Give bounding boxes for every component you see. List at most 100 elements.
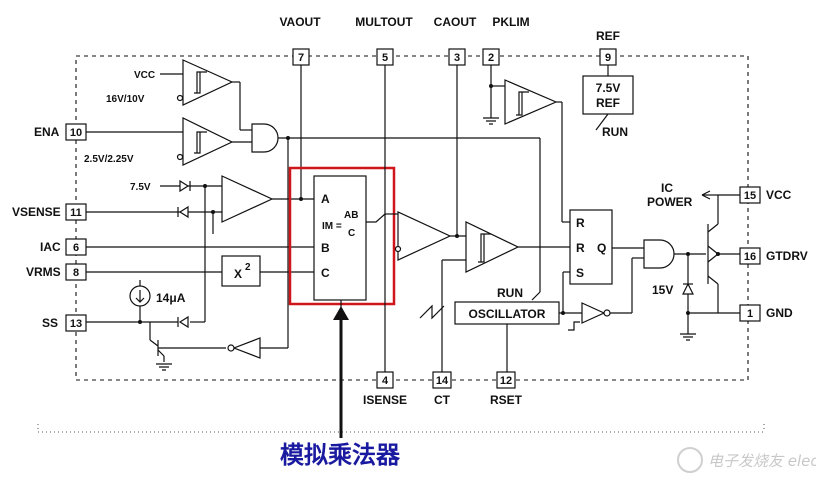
soft-start-circuit: 14μA	[86, 280, 226, 371]
pin-gtdrv-number: 16	[744, 251, 756, 263]
pin-vaout-number: 7	[298, 52, 304, 64]
watermark-logo-icon	[677, 447, 703, 473]
flip-flop-s: S	[576, 266, 584, 280]
enable-threshold-label: 2.5V/2.25V	[84, 154, 134, 165]
pin-pklim: PKLIM 2	[482, 15, 530, 66]
pin-vaout-label: VAOUT	[279, 15, 321, 29]
pin-gnd-number: 1	[747, 308, 753, 320]
oscillator-inverter	[581, 257, 644, 324]
soft-start-diode	[178, 315, 189, 329]
clamp-diode-1	[179, 179, 190, 193]
oscillator-run-label: RUN	[497, 286, 523, 300]
pin-rset-number: 12	[500, 375, 512, 387]
sr-flip-flop: R R S Q	[569, 209, 644, 285]
multiplier-formula-denominator: C	[348, 228, 355, 239]
pin-vcc-label: VCC	[766, 188, 792, 202]
pin-rset-label: RSET	[490, 393, 523, 407]
comparator-vcc-uvlo: VCC 16V/10V	[106, 59, 241, 130]
watermark: 电子发烧友 elecfans.com	[677, 447, 816, 473]
output-driver: IC POWER 15V	[647, 181, 740, 341]
pin-gnd-label: GND	[766, 306, 793, 320]
squarer-block: X 2	[221, 255, 261, 287]
pin-caout: CAOUT 3	[434, 15, 477, 66]
reference-voltage: 7.5V	[596, 81, 621, 95]
reference-run-label: RUN	[602, 125, 628, 139]
clamp-diode-2	[178, 205, 189, 219]
pin-ref-label: REF	[596, 29, 620, 43]
pin-gtdrv-label: GTDRV	[766, 249, 808, 263]
pin-multout: MULTOUT 5	[355, 15, 413, 66]
pin-ss-label: SS	[42, 316, 58, 330]
multiplier-input-a: A	[321, 192, 330, 206]
vref-label: 7.5V	[130, 182, 151, 193]
multiplier-formula: IM =	[322, 221, 342, 232]
ic-power-label-1: IC	[661, 181, 673, 195]
pin-ct-number: 14	[436, 375, 449, 387]
reference-label: REF	[596, 96, 620, 110]
zener-diode	[682, 282, 694, 295]
pin-gnd: 1 GND	[739, 304, 793, 322]
analog-multiplier: A B C IM = AB C	[313, 175, 386, 301]
comparator-enable: 2.5V/2.25V	[84, 117, 252, 166]
voltage-error-amplifier: 7.5V	[86, 175, 314, 322]
pin-isense: 4 ISENSE	[363, 371, 407, 407]
caption-text: 模拟乘法器	[280, 440, 401, 469]
pin-vsense-number: 11	[70, 207, 82, 219]
pwm-comparator	[465, 221, 570, 273]
output-and-gate	[643, 239, 675, 269]
pin-ct-label: CT	[434, 393, 451, 407]
watermark-text: 电子发烧友 elecfans.com	[708, 452, 816, 470]
pin-pklim-number: 2	[488, 52, 494, 64]
pin-multout-number: 5	[382, 52, 388, 64]
multiplier-input-c: C	[321, 266, 330, 280]
oscillator-label: OSCILLATOR	[469, 307, 546, 321]
pin-iac: IAC 6	[40, 238, 87, 256]
pin-vcc: 15 VCC	[739, 186, 792, 204]
squarer-exponent-label: 2	[245, 262, 251, 273]
zener-voltage-label: 15V	[652, 283, 673, 297]
pin-gtdrv: 16 GTDRV	[739, 247, 808, 265]
pin-vrms: VRMS 8	[26, 263, 87, 281]
enable-and-gate	[251, 123, 279, 153]
peak-limit-comparator	[483, 65, 570, 223]
multiplier-formula-numerator: AB	[344, 210, 358, 221]
pin-ena-label: ENA	[34, 125, 60, 139]
pin-vsense-label: VSENSE	[12, 205, 61, 219]
pin-isense-number: 4	[382, 375, 389, 387]
soft-start-inverter	[227, 337, 288, 359]
pin-isense-label: ISENSE	[363, 393, 407, 407]
multiplier-input-b: B	[321, 241, 330, 255]
pin-ss-number: 13	[70, 318, 82, 330]
chip-outline	[75, 55, 749, 381]
pin-pklim-label: PKLIM	[492, 15, 529, 29]
ic-power-label-2: POWER	[647, 195, 693, 209]
flip-flop-r2: R	[576, 241, 585, 255]
pin-vcc-number: 15	[744, 190, 756, 202]
pin-vrms-number: 8	[73, 267, 79, 279]
vcc-comparator-label: VCC	[134, 70, 155, 81]
pin-ref-number: 9	[605, 52, 611, 64]
pin-iac-number: 6	[73, 242, 79, 254]
reference-block: 7.5V REF RUN	[582, 65, 634, 139]
pin-vrms-label: VRMS	[26, 265, 61, 279]
squarer-x-label: X	[234, 267, 242, 281]
pin-iac-label: IAC	[40, 240, 61, 254]
pin-ss: SS 13	[42, 314, 87, 332]
flip-flop-q: Q	[597, 241, 606, 255]
pin-vaout: VAOUT 7	[279, 15, 321, 66]
pin-multout-label: MULTOUT	[355, 15, 413, 29]
pin-caout-label: CAOUT	[434, 15, 477, 29]
pin-ena-number: 10	[70, 127, 82, 139]
multiplier-highlight	[288, 166, 396, 306]
pin-caout-number: 3	[454, 52, 460, 64]
soft-start-current-label: 14μA	[156, 291, 186, 305]
pin-ena: ENA 10	[34, 123, 87, 141]
pin-ct: 14 CT	[432, 371, 452, 407]
pin-ref: REF 9	[596, 29, 620, 66]
flip-flop-r1: R	[576, 216, 585, 230]
pin-vsense: VSENSE 11	[12, 203, 87, 221]
pin-rset: 12 RSET	[490, 371, 523, 407]
oscillator-block: OSCILLATOR RUN	[419, 271, 582, 372]
uvlo-threshold-label: 16V/10V	[106, 94, 145, 105]
